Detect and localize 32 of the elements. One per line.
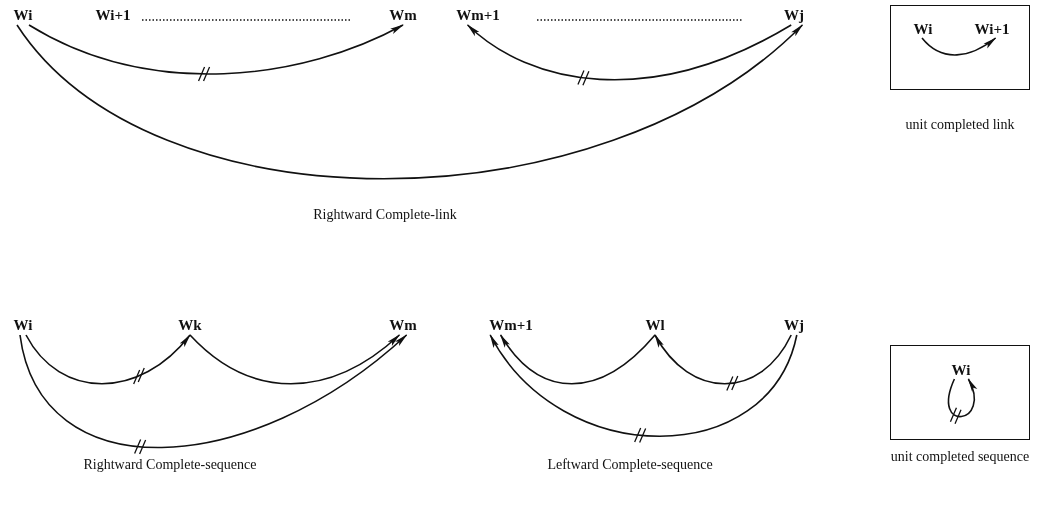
word-label: Wi+1 [969,19,1015,39]
arrow [921,37,997,56]
word-label: Wi [8,315,38,335]
node-label: unit completed sequence [889,450,1031,465]
word-label: Wm+1 [485,315,537,335]
word-label: Wi [8,5,38,25]
word-label: Wm [385,315,421,335]
arrow [16,24,804,180]
arrow [499,334,656,385]
arrow [189,334,401,385]
caption: Rightward Complete-sequence [82,456,258,474]
word-label: Wk [175,315,205,335]
word-label: Wm+1 [452,5,504,25]
word-label: Wm [385,5,421,25]
node-label: unit completed link [905,118,1015,133]
arrow [654,334,792,385]
arrow [25,334,191,385]
frame-box [890,345,1030,440]
word-label: Wi+1 [94,6,132,25]
arrow [947,378,977,418]
arrow [19,334,408,449]
word-label: Wj [780,5,808,25]
arrow [466,24,792,81]
arrow [489,334,798,438]
arrow [28,24,404,75]
caption: Leftward Complete-sequence [546,456,714,474]
caption: Rightward Complete-link [312,206,458,224]
frame-box [890,5,1030,90]
word-label: Wi [947,360,975,380]
word-label: Wl [640,315,670,335]
word-label: Wj [780,315,808,335]
word-label: Wi [909,19,937,39]
